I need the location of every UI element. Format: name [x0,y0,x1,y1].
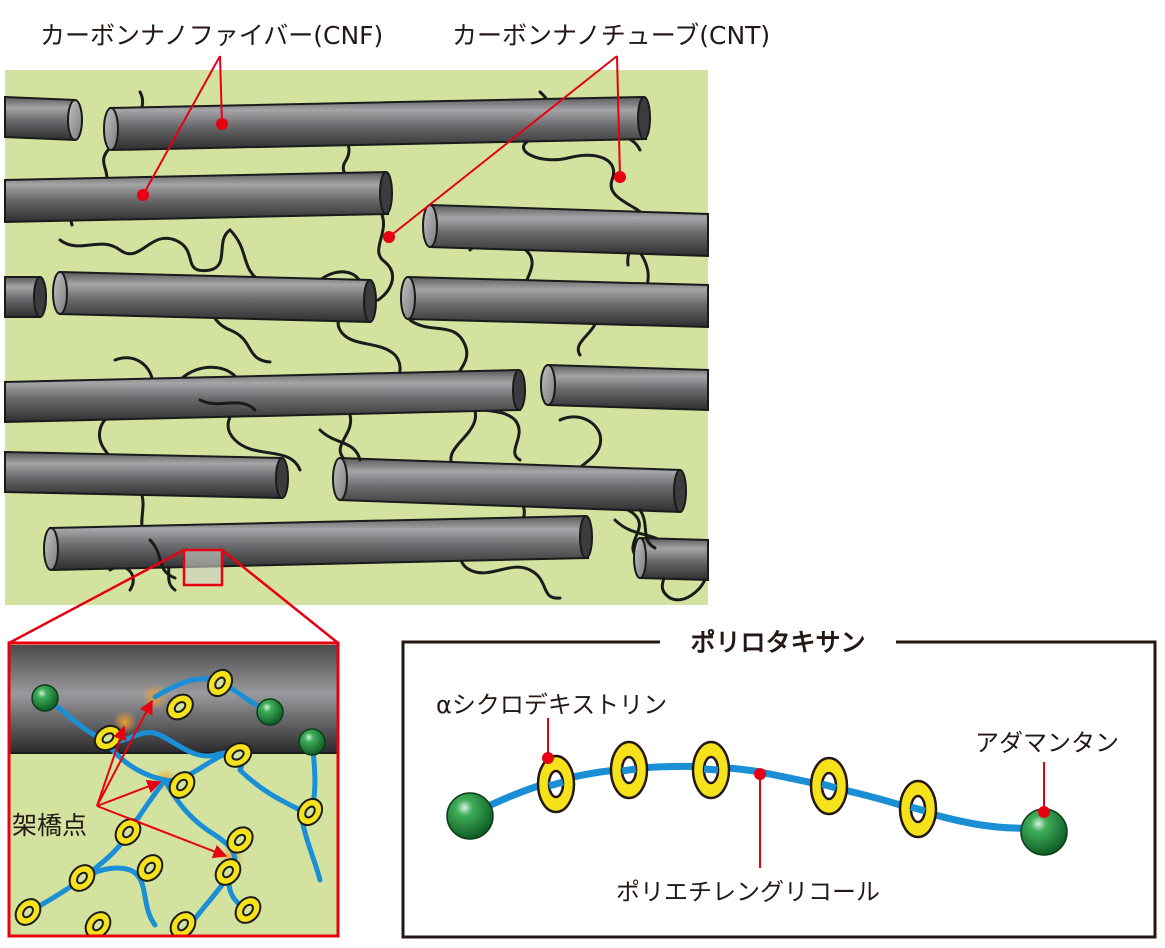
cnf-label: カーボンナノファイバー(CNF) [40,21,383,50]
cnt-strand [318,428,362,462]
crosslink-label: 架橋点 [12,811,87,840]
cd-ring [169,911,197,936]
cnf-fiber [4,368,526,424]
cnf-fiber [400,275,709,329]
crosslink-arrows [96,699,228,858]
cnf-leader-dot [216,118,228,130]
matrix-background [5,70,708,605]
zoom-connector-lines [8,548,339,645]
adamantane-sphere-left [446,792,494,840]
cd-ring [234,896,262,924]
cnt-leader-dot [383,231,395,243]
cnt-network-front [148,398,657,580]
cd-ring [136,854,164,882]
cnf-fiber [4,450,289,500]
inset-cyclodextrin-rings [14,668,324,936]
adamantane-sphere [31,684,59,712]
cnf-leader-dot [137,189,149,201]
inset-frame [7,641,340,938]
peg-label: ポリエチレングリコール [616,878,880,906]
cnf-fiber [633,536,709,582]
cyclodextrin-rings [536,740,938,839]
cnt-strand [58,228,232,273]
cd-ring [168,771,196,799]
cnt-leader-dot [614,171,626,183]
cyclodextrin-label: αシクロデキストリン [436,691,667,719]
adamantane-leader-dot [1038,806,1050,818]
cnt-strand [318,270,407,407]
cnf-fiber [103,95,651,152]
adamantane-label: アダマンタン [975,729,1119,757]
cd-ring [14,898,42,926]
cnf-fiber [4,95,83,142]
cnf-cnt-composite-panel [4,70,709,605]
cnf-fiber [4,170,393,224]
cnt-leader-lines [388,55,621,238]
cnf-fiber [332,456,687,514]
cd-ring [68,864,96,892]
adamantane-sphere [298,728,326,756]
cyclodextrin-leader-dot [542,752,554,764]
cnt-strand [638,508,657,550]
cnf-fiber [422,203,709,258]
peg-leader-dot [754,768,766,780]
title-backdrop [660,628,896,658]
polyrotaxane-panel: ポリロタキサン αシクロデキストリン アダマンタン [401,628,1157,939]
cnt-strand [198,398,257,412]
cd-ring [296,797,324,827]
crosslink-zoom-inset: 架橋点 [7,641,340,938]
adamantane-sphere [256,698,284,726]
cnf-fiber [4,276,47,318]
cnf-fibers [4,95,709,582]
cnt-label: カーボンナノチューブ(CNT) [452,21,770,50]
polyrotaxane-title: ポリロタキサン [690,628,865,657]
cd-ring [166,693,194,721]
cd-ring [206,668,234,698]
cd-ring [223,742,253,768]
cd-ring [214,858,242,886]
cnf-fiber [540,363,709,412]
peg-chain-front [548,765,926,815]
cnf-leader-lines [142,55,223,196]
zoom-region-marker [182,548,224,587]
top-labels: カーボンナノファイバー(CNF) カーボンナノチューブ(CNT) [40,21,770,243]
cnf-fiber [52,270,377,324]
cd-ring [226,826,254,854]
